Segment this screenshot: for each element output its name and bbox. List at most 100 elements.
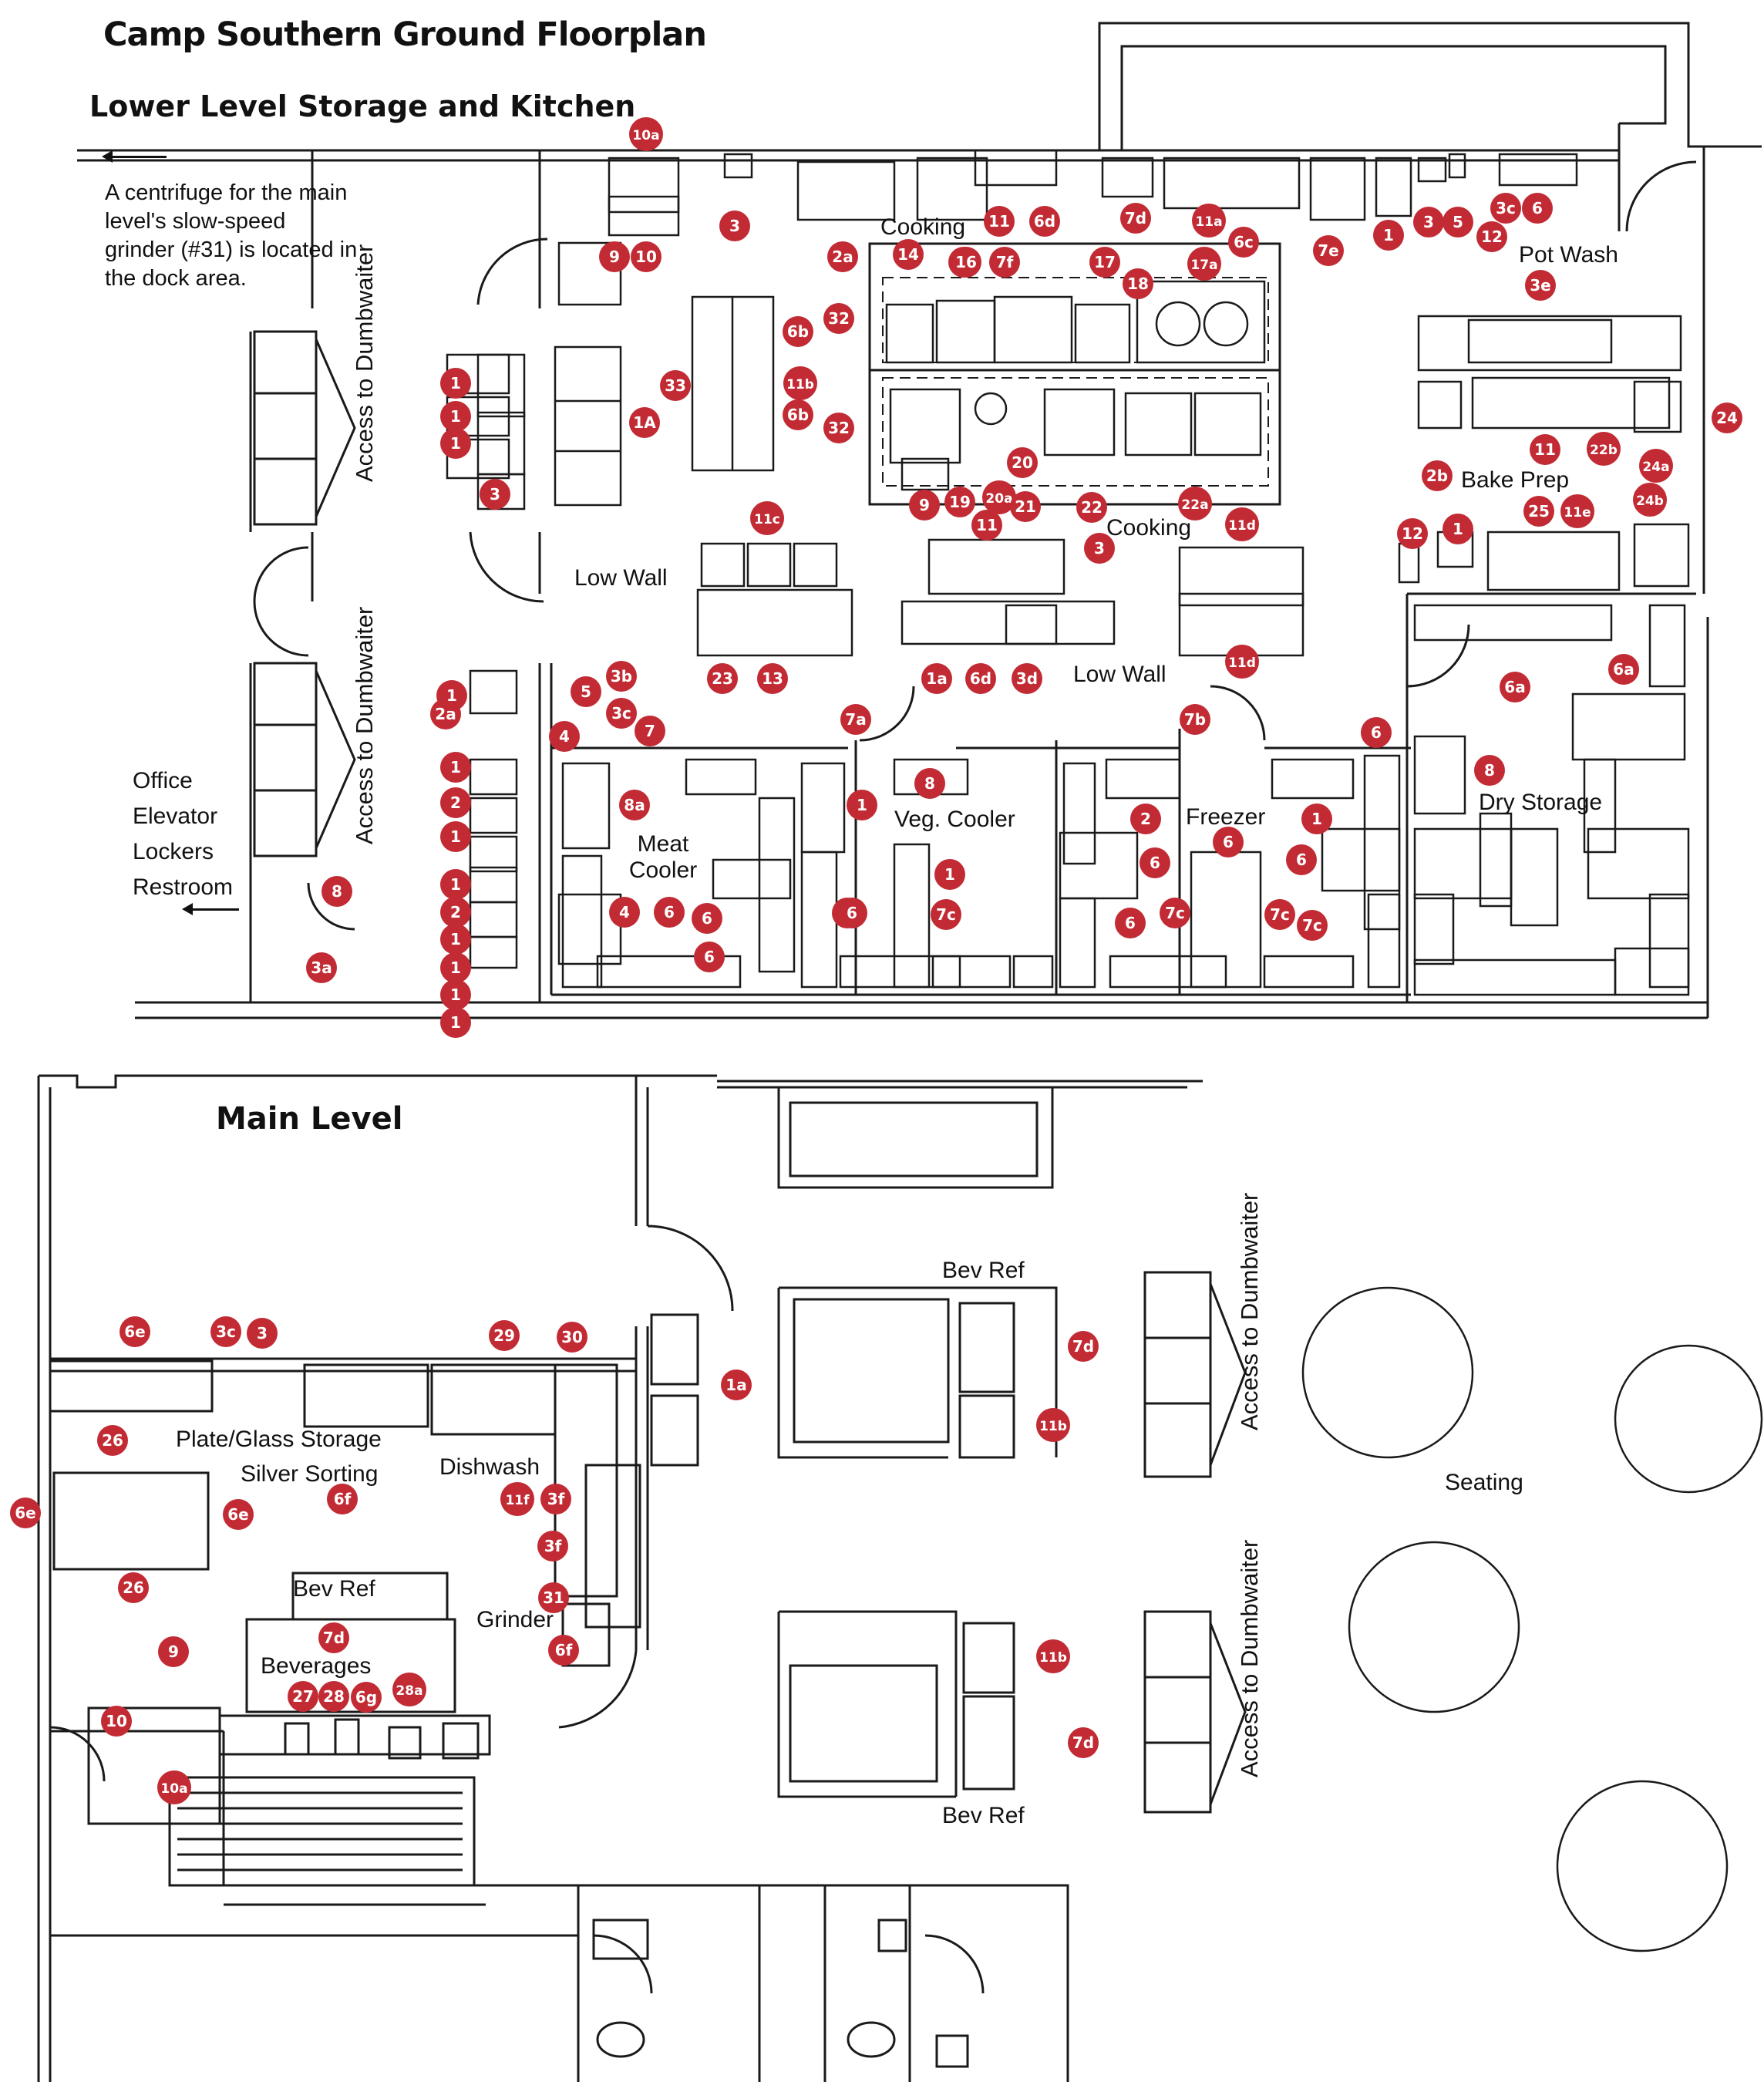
svg-text:22b: 22b xyxy=(1590,443,1618,458)
callout-bubble: 6e xyxy=(120,1316,150,1347)
svg-text:6: 6 xyxy=(1296,851,1307,869)
callout-bubble: 1 xyxy=(440,428,471,459)
dry-storage-label: Dry Storage xyxy=(1479,790,1603,815)
callout-bubble: 10 xyxy=(101,1706,132,1737)
svg-text:11f: 11f xyxy=(505,1493,530,1508)
callout-bubble: 21 xyxy=(1010,491,1041,522)
callout-bubble: 6d xyxy=(1029,206,1060,237)
callout-bubble: 11f xyxy=(500,1482,534,1516)
callout-bubble: 29 xyxy=(489,1320,520,1351)
lower-level-walls xyxy=(77,22,1762,1019)
callout-bubble: 23 xyxy=(707,663,738,694)
callout-bubble: 1 xyxy=(440,368,471,399)
svg-text:32: 32 xyxy=(828,419,850,437)
callout-bubble: 3f xyxy=(537,1531,568,1562)
svg-text:20: 20 xyxy=(1012,453,1033,472)
svg-text:1: 1 xyxy=(450,827,461,846)
callout-bubble: 12 xyxy=(1476,221,1507,252)
callout-bubble: 3 xyxy=(1084,533,1115,564)
svg-text:21: 21 xyxy=(1015,497,1036,516)
low-wall-label: Low Wall xyxy=(1073,662,1166,687)
callout-bubble: 3 xyxy=(480,479,510,510)
callout-bubble: 10 xyxy=(631,241,662,272)
svg-text:26: 26 xyxy=(123,1578,144,1597)
callout-bubble: 31 xyxy=(538,1582,569,1613)
callout-bubble: 3e xyxy=(1525,270,1556,301)
page-title: Camp Southern Ground Floorplan xyxy=(103,15,707,54)
svg-text:1: 1 xyxy=(450,1013,461,1032)
callout-bubble: 7a xyxy=(840,704,871,735)
svg-text:7c: 7c xyxy=(1302,916,1322,935)
callout-bubble: 11d xyxy=(1225,507,1259,541)
callout-bubble: 1a xyxy=(721,1369,752,1400)
svg-text:1a: 1a xyxy=(926,669,947,688)
callout-bubble: 3c xyxy=(606,698,637,729)
svg-text:3: 3 xyxy=(1094,539,1105,558)
dumbwaiter-access-label: Access to Dumbwaiter xyxy=(1236,1539,1263,1777)
callout-bubble: 26 xyxy=(97,1425,128,1456)
office-list: Office Elevator Lockers Restroom xyxy=(133,763,233,905)
svg-text:6a: 6a xyxy=(1504,678,1525,696)
dining-tables xyxy=(1301,1286,1763,1952)
callout-bubble: 25 xyxy=(1523,496,1554,527)
svg-text:1a: 1a xyxy=(725,1376,746,1394)
svg-text:4: 4 xyxy=(559,727,570,746)
callout-bubble: 6 xyxy=(837,898,867,928)
callout-bubble: 26 xyxy=(118,1572,149,1603)
callout-bubble: 11a xyxy=(1192,204,1226,238)
centrifuge-note: A centrifuge for the main level's slow-s… xyxy=(105,180,358,291)
svg-text:11b: 11b xyxy=(1039,1650,1067,1666)
svg-text:1: 1 xyxy=(446,686,457,705)
freezer-label: Freezer xyxy=(1186,804,1266,830)
callout-bubble: 17a xyxy=(1187,247,1221,281)
svg-text:3: 3 xyxy=(729,217,740,235)
svg-text:6f: 6f xyxy=(334,1490,352,1508)
bev-ref-label: Bev Ref xyxy=(942,1803,1025,1828)
low-wall-label: Low Wall xyxy=(574,565,668,591)
svg-text:7d: 7d xyxy=(1072,1733,1094,1752)
callout-bubble: 1 xyxy=(440,401,471,432)
callout-bubble: 5 xyxy=(571,676,601,707)
svg-text:19: 19 xyxy=(949,493,971,511)
svg-text:26: 26 xyxy=(102,1431,123,1450)
callout-bubble: 6 xyxy=(692,903,722,934)
svg-text:2a: 2a xyxy=(832,248,853,266)
callout-bubble: 1 xyxy=(440,924,471,955)
callout-bubble: 11 xyxy=(1530,434,1560,465)
callout-bubble: 8a xyxy=(619,790,650,820)
callout-bubble: 7b xyxy=(1180,704,1210,735)
callout-bubble: 10a xyxy=(629,117,663,151)
svg-text:2b: 2b xyxy=(1426,467,1448,485)
callout-bubble: 2b xyxy=(1422,460,1453,491)
svg-text:22: 22 xyxy=(1081,498,1102,517)
svg-text:20a: 20a xyxy=(985,491,1012,507)
callout-bubble: 2 xyxy=(440,897,471,928)
callout-bubble: 18 xyxy=(1123,268,1153,299)
callout-bubble: 32 xyxy=(823,303,854,334)
office-item: Elevator xyxy=(133,803,218,829)
veg-cooler-label: Veg. Cooler xyxy=(894,807,1015,832)
callout-bubble: 13 xyxy=(757,663,788,694)
callout-bubble: 28a xyxy=(392,1673,426,1706)
callout-bubble: 20 xyxy=(1007,447,1038,478)
svg-text:6b: 6b xyxy=(787,322,809,341)
callout-bubble: 3f xyxy=(540,1484,571,1514)
callout-bubble: 3b xyxy=(606,661,637,692)
cooking-label: Cooking xyxy=(1106,515,1192,541)
callout-bubble: 6e xyxy=(223,1499,254,1530)
callout-bubble: 6a xyxy=(1608,654,1639,685)
callout-bubble: 16 xyxy=(951,247,981,278)
callout-bubble: 17 xyxy=(1089,247,1120,278)
svg-text:3: 3 xyxy=(257,1324,268,1343)
callout-bubble: 20a xyxy=(982,480,1016,514)
svg-text:1: 1 xyxy=(450,875,461,894)
svg-text:11b: 11b xyxy=(786,377,814,392)
main-level-heading: Main Level xyxy=(216,1101,403,1137)
callout-bubble: 6 xyxy=(1140,847,1170,878)
svg-text:5: 5 xyxy=(581,682,591,701)
svg-text:1: 1 xyxy=(450,758,461,777)
svg-text:10: 10 xyxy=(106,1712,127,1730)
svg-text:3f: 3f xyxy=(544,1537,562,1555)
callout-bubble: 3c xyxy=(1490,193,1521,224)
